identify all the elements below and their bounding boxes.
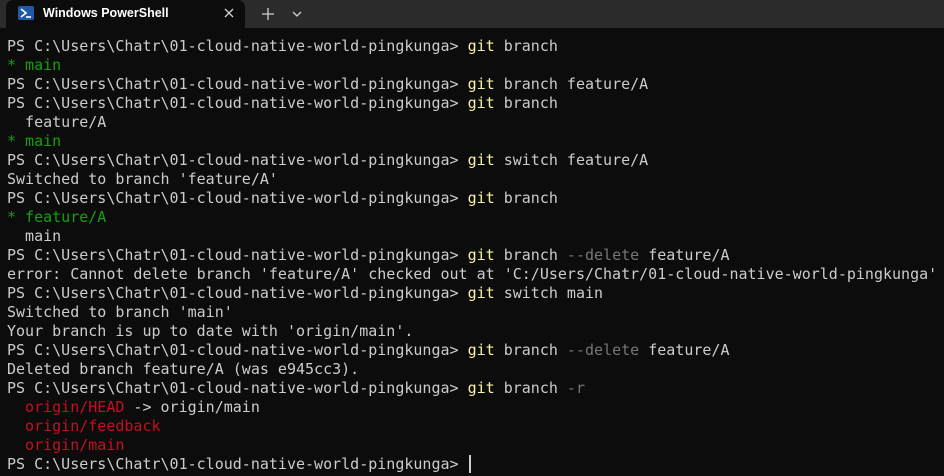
prompt: PS C:\Users\Chatr\01-cloud-native-world-…: [7, 37, 468, 55]
prompt-line: PS C:\Users\Chatr\01-cloud-native-world-…: [7, 37, 944, 56]
prompt-line: PS C:\Users\Chatr\01-cloud-native-world-…: [7, 151, 944, 170]
prompt-line: PS C:\Users\Chatr\01-cloud-native-world-…: [7, 341, 944, 360]
command-args: branch feature/A: [494, 75, 649, 93]
command: git: [467, 37, 495, 55]
output-line: Your branch is up to date with 'origin/m…: [7, 322, 414, 340]
command-args: branch: [494, 94, 558, 112]
output-line: * feature/A: [7, 208, 107, 226]
command-args: switch feature/A: [494, 151, 649, 169]
current-prompt-line[interactable]: PS C:\Users\Chatr\01-cloud-native-world-…: [7, 455, 944, 474]
prompt: PS C:\Users\Chatr\01-cloud-native-world-…: [7, 379, 468, 397]
close-icon[interactable]: [221, 5, 237, 21]
command-args: switch main: [494, 284, 604, 302]
prompt-line: PS C:\Users\Chatr\01-cloud-native-world-…: [7, 379, 944, 398]
output-line: feature/A: [7, 113, 107, 131]
output-line: origin/HEAD -> origin/main: [7, 398, 944, 417]
output-line: * main: [7, 132, 62, 150]
prompt-line: PS C:\Users\Chatr\01-cloud-native-world-…: [7, 75, 944, 94]
output-line: Deleted branch feature/A (was e945cc3).: [7, 360, 360, 378]
command-args: feature/A: [639, 246, 730, 264]
command-args: branch: [494, 246, 567, 264]
command: git: [467, 379, 495, 397]
command: git: [467, 189, 495, 207]
command: git: [467, 75, 495, 93]
output-line: Switched to branch 'feature/A': [7, 170, 278, 188]
prompt-line: PS C:\Users\Chatr\01-cloud-native-world-…: [7, 284, 944, 303]
prompt-line: PS C:\Users\Chatr\01-cloud-native-world-…: [7, 189, 944, 208]
title-bar: Windows PowerShell: [0, 0, 944, 28]
new-tab-button[interactable]: [258, 4, 278, 24]
error-line: error: Cannot delete branch 'feature/A' …: [7, 265, 938, 283]
remote-branch: origin/HEAD: [7, 398, 125, 416]
command: git: [467, 94, 495, 112]
command: git: [467, 246, 495, 264]
plus-icon: [262, 8, 274, 20]
prompt: PS C:\Users\Chatr\01-cloud-native-world-…: [7, 455, 468, 473]
tab-dropdown-button[interactable]: [287, 4, 307, 24]
command-args: branch: [494, 37, 558, 55]
prompt: PS C:\Users\Chatr\01-cloud-native-world-…: [7, 284, 468, 302]
prompt: PS C:\Users\Chatr\01-cloud-native-world-…: [7, 151, 468, 169]
prompt-line: PS C:\Users\Chatr\01-cloud-native-world-…: [7, 94, 944, 113]
prompt-line: PS C:\Users\Chatr\01-cloud-native-world-…: [7, 246, 944, 265]
text-cursor: [468, 455, 471, 473]
powershell-icon: [18, 6, 34, 20]
chevron-down-icon: [292, 11, 302, 17]
command-args: feature/A: [639, 341, 730, 359]
prompt: PS C:\Users\Chatr\01-cloud-native-world-…: [7, 341, 468, 359]
command-args: branch: [494, 341, 567, 359]
remote-branch: origin/feedback: [7, 417, 161, 435]
tab-windows-powershell[interactable]: Windows PowerShell: [6, 0, 245, 28]
command-flag: --delete: [566, 246, 640, 264]
command-flag: --delete: [566, 341, 640, 359]
prompt: PS C:\Users\Chatr\01-cloud-native-world-…: [7, 189, 468, 207]
command-args: branch: [494, 189, 558, 207]
remote-branch-target: -> origin/main: [124, 398, 260, 416]
output-line: * main: [7, 56, 62, 74]
command: git: [467, 151, 495, 169]
prompt: PS C:\Users\Chatr\01-cloud-native-world-…: [7, 246, 468, 264]
command-flag: -r: [566, 379, 585, 397]
tab-title: Windows PowerShell: [43, 6, 169, 20]
command: git: [467, 341, 495, 359]
prompt: PS C:\Users\Chatr\01-cloud-native-world-…: [7, 75, 468, 93]
output-line: Switched to branch 'main': [7, 303, 233, 321]
output-line: main: [7, 227, 62, 245]
command-args: branch: [494, 379, 567, 397]
terminal-output[interactable]: PS C:\Users\Chatr\01-cloud-native-world-…: [0, 28, 944, 476]
command: git: [467, 284, 495, 302]
remote-branch: origin/main: [7, 436, 125, 454]
prompt: PS C:\Users\Chatr\01-cloud-native-world-…: [7, 94, 468, 112]
